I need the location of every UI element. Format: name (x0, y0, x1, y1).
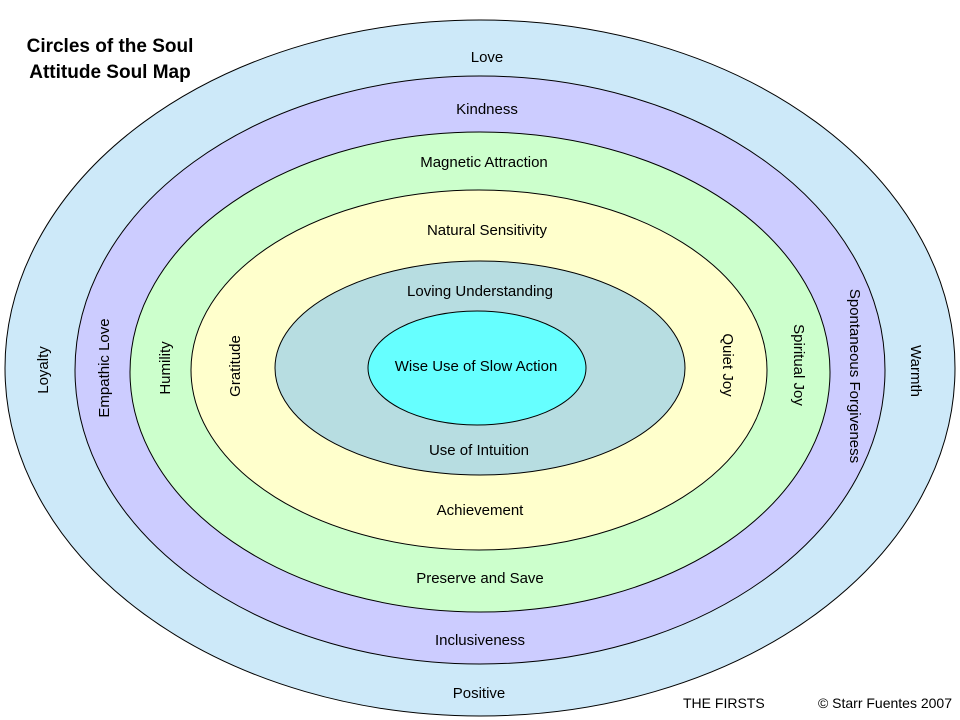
footer-copyright: © Starr Fuentes 2007 (818, 695, 952, 711)
core-ellipse (367, 310, 587, 426)
ring-5-top-label: Loving Understanding (407, 283, 553, 300)
ring-1-left-label: Loyalty (35, 346, 52, 394)
ring-3-top-label: Magnetic Attraction (420, 154, 548, 171)
ring-2-right-label: Spontaneous Forgiveness (846, 289, 863, 463)
ring-2-bottom-label: Inclusiveness (435, 632, 525, 649)
ring-5-bottom-label: Use of Intuition (429, 442, 529, 459)
ring-2-top-label: Kindness (456, 101, 518, 118)
ring-2-left-label: Empathic Love (96, 318, 113, 417)
footer-series-label: THE FIRSTS (683, 695, 765, 711)
ring-3-left-label: Humility (157, 341, 174, 395)
ring-3-bottom-label: Preserve and Save (416, 570, 544, 587)
ring-3-right-label: Spiritual Joy (790, 324, 807, 406)
ring-1-top-label: Love (471, 49, 504, 66)
core-label: Wise Use of Slow Action (395, 358, 558, 375)
ring-1-bottom-label: Positive (453, 685, 506, 702)
diagram-title-line-1: Circles of the Soul (27, 36, 194, 57)
ring-4-left-label: Gratitude (227, 335, 244, 397)
ring-4-right-label: Quiet Joy (719, 333, 736, 397)
diagram-title-line-2: Attitude Soul Map (29, 62, 190, 83)
ring-4-top-label: Natural Sensitivity (427, 222, 548, 239)
ring-1-right-label: Warmth (907, 345, 924, 397)
ring-4-bottom-label: Achievement (437, 502, 525, 519)
